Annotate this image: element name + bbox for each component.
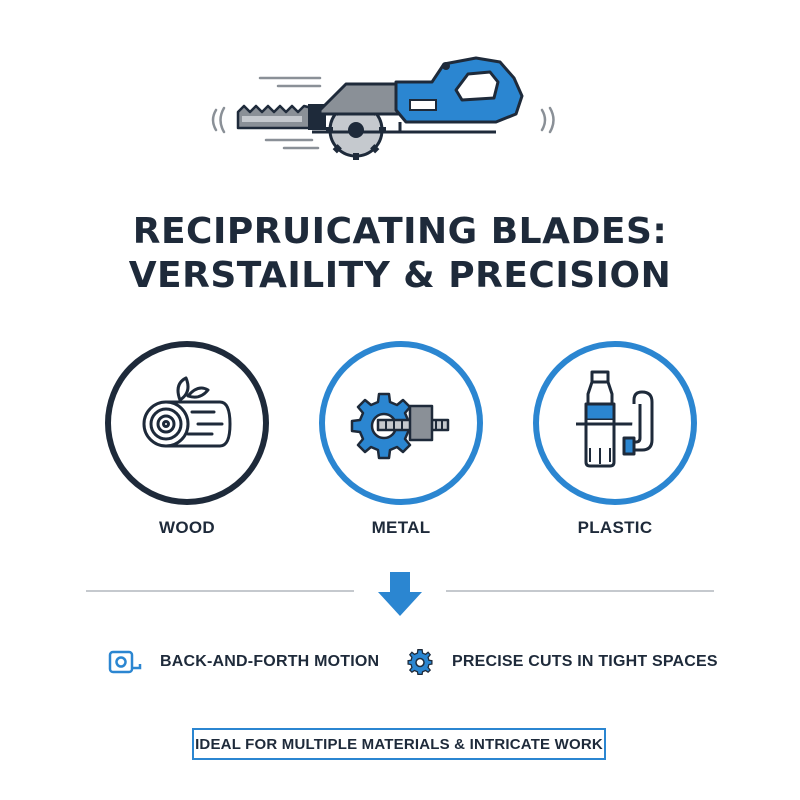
divider-right: [446, 590, 714, 592]
material-label-wood: WOOD: [159, 518, 215, 537]
tape-measure-icon: [108, 650, 142, 674]
wood-circle: [102, 338, 272, 508]
arrow-down-icon: [372, 570, 428, 620]
plastic-circle: [530, 338, 700, 508]
material-label-metal: METAL: [371, 518, 431, 537]
page-title-line-2: VERSTAILITY & PRECISION: [128, 255, 672, 296]
material-label-plastic: PLASTIC: [577, 518, 653, 537]
feature-back-and-forth: BACK-AND-FORTH MOTION: [108, 650, 379, 674]
feature-label: PRECISE CUTS IN TIGHT SPACES: [452, 653, 718, 670]
divider-left: [86, 590, 354, 592]
wood-log-icon: [142, 376, 232, 448]
page-title-line-1: RECIPRUICATING BLADES:: [132, 211, 668, 252]
gear-icon: [407, 649, 433, 675]
banner-text: IDEAL FOR MULTIPLE MATERIALS & INTRICATE…: [195, 735, 603, 753]
summary-banner: IDEAL FOR MULTIPLE MATERIALS & INTRICATE…: [192, 728, 606, 760]
feature-precise-cuts: PRECISE CUTS IN TIGHT SPACES: [406, 649, 718, 675]
gear-bolt-icon: [350, 392, 450, 460]
metal-circle: [316, 338, 486, 508]
reciprocating-saw-icon: [200, 48, 580, 168]
plastic-bottle-pipe-icon: [576, 370, 654, 468]
feature-label: BACK-AND-FORTH MOTION: [160, 653, 380, 670]
